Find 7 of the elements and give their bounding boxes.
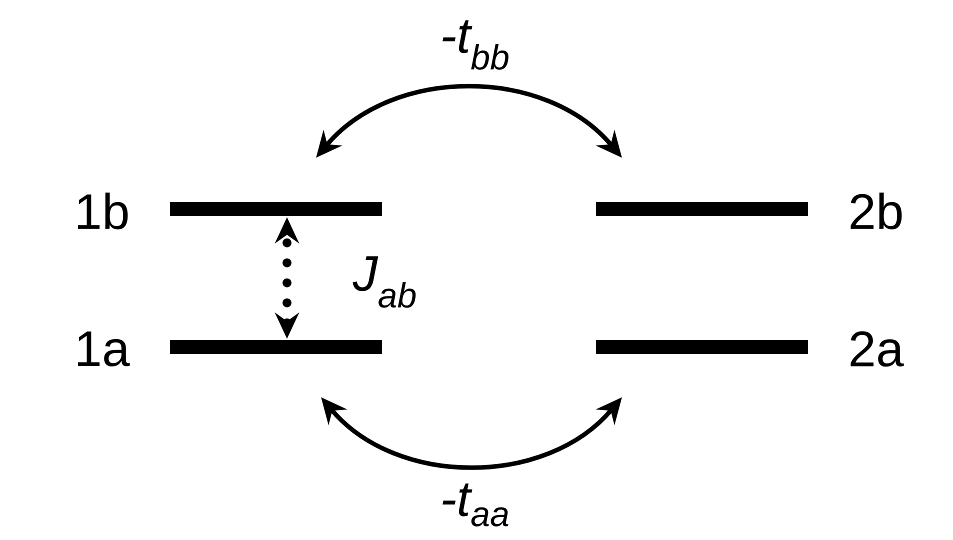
level-label: 2a [850,331,904,367]
level-label: 1b [78,192,128,230]
level-label: 2b [850,192,902,230]
edge-label: -t$_{bb}$ [442,20,508,70]
edge-label: -t$_{aa}$ [442,484,508,526]
level-label: 1a [78,332,130,366]
edge-label: J$_{ab}$ [352,256,416,308]
